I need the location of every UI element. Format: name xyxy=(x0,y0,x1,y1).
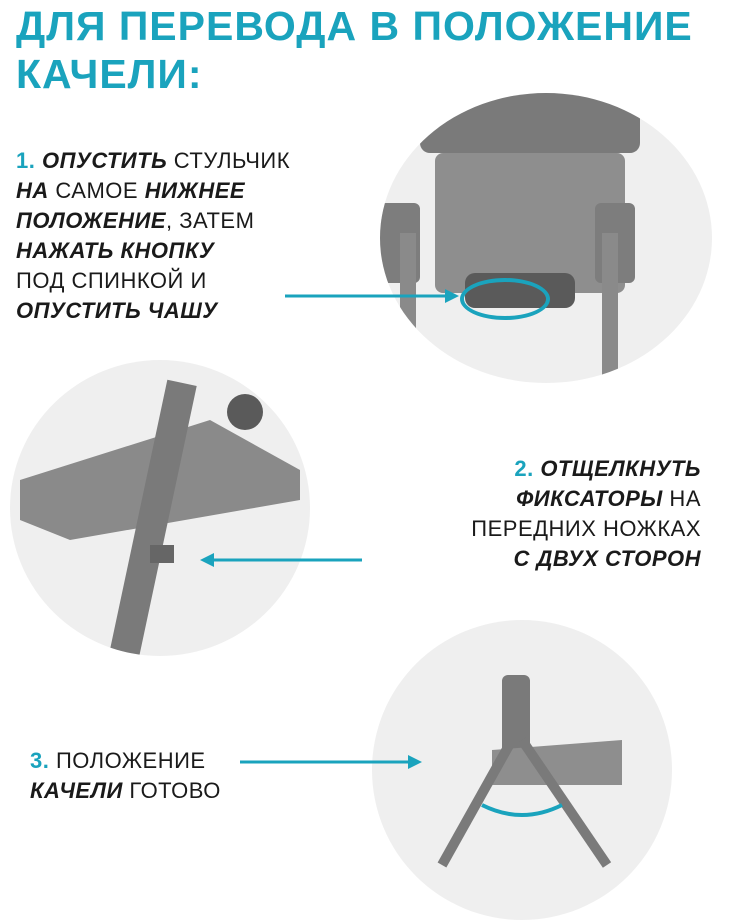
chair-swing-illustration xyxy=(437,675,622,868)
step-text-segment: , ЗАТЕМ xyxy=(166,208,255,233)
step-text-segment: НА xyxy=(16,178,49,203)
front-leg-latch-photo xyxy=(10,360,310,656)
arrow-step-3 xyxy=(240,755,422,769)
title-line-1: ДЛЯ ПЕРЕВОДА В ПОЛОЖЕНИЕ xyxy=(16,3,693,49)
step-text-segment: С ДВУХ СТОРОН xyxy=(513,546,701,571)
chair-side-illustration xyxy=(20,379,300,656)
step-text-segment: ПОД СПИНКОЙ И xyxy=(16,268,207,293)
step-text-segment: НАЖАТЬ КНОПКУ xyxy=(16,238,215,263)
step-line: 3. ПОЛОЖЕНИЕ xyxy=(30,746,221,776)
step-line: ФИКСАТОРЫ НА xyxy=(471,484,701,514)
step-number: 3. xyxy=(30,748,50,773)
step-text-segment: САМОЕ xyxy=(48,178,145,203)
page-title: ДЛЯ ПЕРЕВОДА В ПОЛОЖЕНИЕ КАЧЕЛИ: xyxy=(16,2,693,98)
step-line: 2. ОТЩЕЛКНУТЬ xyxy=(471,454,701,484)
step-line: ОПУСТИТЬ ЧАШУ xyxy=(16,296,290,326)
step-text-segment: НИЖНЕЕ xyxy=(144,178,246,203)
arrow-step-2 xyxy=(200,553,362,567)
step-text-segment: ГОТОВО xyxy=(122,778,221,803)
step-line: НАЖАТЬ КНОПКУ xyxy=(16,236,290,266)
step-text-segment: КАЧЕЛИ xyxy=(30,778,123,803)
step-text-segment: ПЕРЕДНИХ НОЖКАХ xyxy=(471,516,701,541)
step-text-segment: ОПУСТИТЬ ЧАШУ xyxy=(16,298,218,323)
step-line: ПОД СПИНКОЙ И xyxy=(16,266,290,296)
chair-back-illustration xyxy=(380,93,640,383)
step-text-segment: НА xyxy=(662,486,701,511)
step-line: КАЧЕЛИ ГОТОВО xyxy=(30,776,221,806)
step-text-segment: ОТЩЕЛКНУТЬ xyxy=(540,456,701,481)
step-line: С ДВУХ СТОРОН xyxy=(471,544,701,574)
step-text-segment: СТУЛЬЧИК xyxy=(167,148,291,173)
title-line-2: КАЧЕЛИ: xyxy=(16,51,203,97)
chair-back-photo xyxy=(380,93,712,383)
step-text-segment: ФИКСАТОРЫ xyxy=(516,486,663,511)
step-text-segment: ПОЛОЖЕНИЕ xyxy=(16,208,166,233)
swing-mode-photo xyxy=(372,620,672,920)
step-text-segment: ОПУСТИТЬ xyxy=(41,148,168,173)
step-line: 1. ОПУСТИТЬ СТУЛЬЧИК xyxy=(16,146,290,176)
step-number: 2. xyxy=(514,456,534,481)
button-highlight-ellipse xyxy=(460,278,550,320)
step-line: ПЕРЕДНИХ НОЖКАХ xyxy=(471,514,701,544)
step-line: НА САМОЕ НИЖНЕЕ xyxy=(16,176,290,206)
step-number: 1. xyxy=(16,148,36,173)
step-text-segment: ПОЛОЖЕНИЕ xyxy=(55,748,206,773)
step-line: ПОЛОЖЕНИЕ, ЗАТЕМ xyxy=(16,206,290,236)
arrow-step-1 xyxy=(285,289,459,303)
